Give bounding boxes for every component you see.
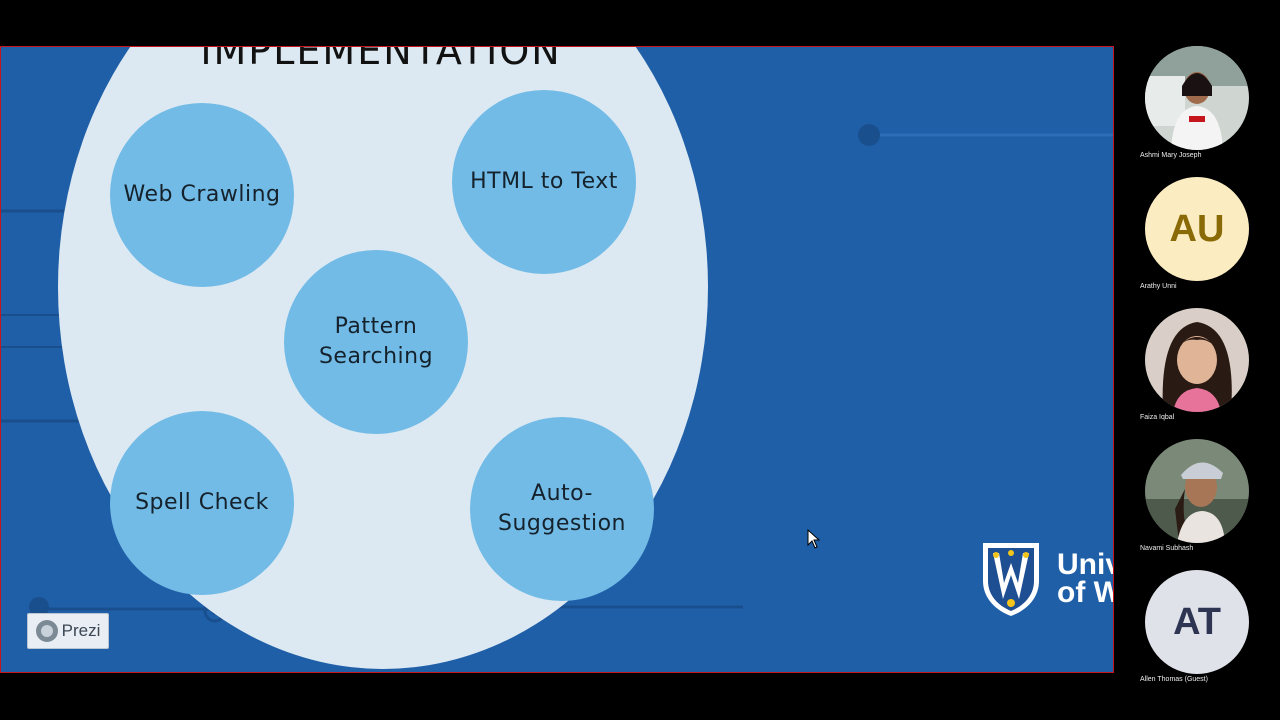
participant-tile[interactable]: Ashmi Mary Joseph xyxy=(1140,46,1270,164)
participant-name: Navami Subhash xyxy=(1140,545,1194,552)
bubble-spell-check: Spell Check xyxy=(110,411,294,595)
university-name-line2: of Wi xyxy=(1057,576,1113,609)
prezi-logo-icon xyxy=(35,620,58,642)
slide-title: IMPLEMENTATION xyxy=(200,46,562,73)
participant-avatar xyxy=(1145,46,1249,150)
participant-avatar xyxy=(1145,439,1249,543)
participant-tile[interactable]: AT Allen Thomas (Guest) xyxy=(1140,570,1270,688)
bubble-label: Spell Check xyxy=(135,490,269,515)
bubble-label: Web Crawling xyxy=(123,182,281,207)
participant-avatar: AT xyxy=(1145,570,1249,674)
university-name: Univ of Wi xyxy=(1057,548,1113,609)
participant-photo xyxy=(1145,308,1249,412)
mouse-cursor-icon xyxy=(807,529,821,549)
bubble-auto-suggestion: Auto- Suggestion xyxy=(470,417,654,601)
participant-name: Allen Thomas (Guest) xyxy=(1140,676,1208,683)
participant-name: Ashmi Mary Joseph xyxy=(1140,152,1202,159)
participant-initials: AU xyxy=(1169,207,1225,250)
bubble-label: Pattern Searching xyxy=(318,314,434,369)
university-shield-icon xyxy=(983,543,1039,616)
participant-avatar xyxy=(1145,308,1249,412)
participant-tile[interactable]: Navami Subhash xyxy=(1140,439,1270,557)
participant-name: Arathy Unni xyxy=(1140,283,1177,290)
participant-avatar: AU xyxy=(1145,177,1249,281)
bubble-pattern-searching: Pattern Searching xyxy=(284,250,468,434)
university-name-line1: Univ xyxy=(1057,548,1113,581)
shared-screen: IMPLEMENTATION Web Crawling HTML to Text… xyxy=(0,46,1114,673)
university-logo: Univ of Wi xyxy=(981,541,1113,621)
bubble-label: HTML to Text xyxy=(470,169,618,194)
participant-tile[interactable]: AU Arathy Unni xyxy=(1140,177,1270,295)
participant-initials: AT xyxy=(1173,600,1221,643)
prezi-badge-label: Prezi xyxy=(61,621,101,640)
participant-photo xyxy=(1145,46,1249,150)
bubble-html-to-text: HTML to Text xyxy=(452,90,636,274)
bubble-label: Auto- Suggestion xyxy=(498,481,626,536)
participant-name: Faiza Iqbal xyxy=(1140,414,1175,421)
prezi-badge[interactable]: Prezi xyxy=(27,613,109,649)
participant-photo xyxy=(1145,439,1249,543)
participant-tile[interactable]: Faiza Iqbal xyxy=(1140,308,1270,426)
bubble-web-crawling: Web Crawling xyxy=(110,103,294,287)
